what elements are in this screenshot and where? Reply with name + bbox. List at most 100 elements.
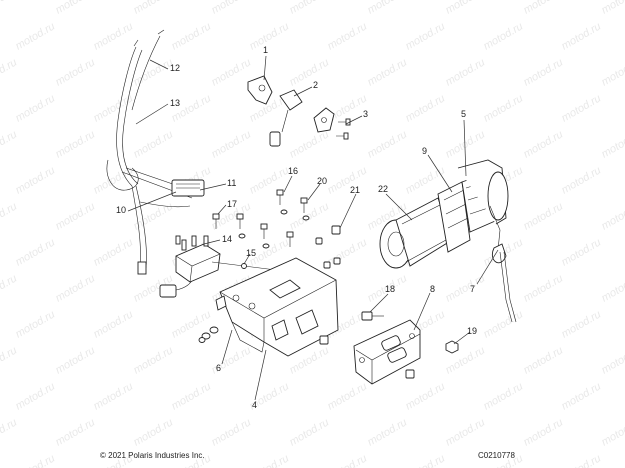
part-14-solenoid xyxy=(175,235,221,283)
watermark-text: motod.ru xyxy=(600,272,625,304)
watermark-text: motod.ru xyxy=(132,0,176,17)
watermark-text: motod.ru xyxy=(326,164,370,196)
watermark-text: motod.ru xyxy=(600,200,625,232)
watermark-text: motod.ru xyxy=(560,380,604,412)
watermark-text: motod.ru xyxy=(404,380,448,412)
watermark-text: motod.ru xyxy=(522,272,566,304)
callout-1: 1 xyxy=(263,45,268,55)
watermark-text: motod.ru xyxy=(482,20,526,52)
part-1-bracket xyxy=(247,75,273,105)
watermark-text: motod.ru xyxy=(210,0,254,17)
watermark-text: motod.ru xyxy=(560,164,604,196)
part-4-mount-plate xyxy=(198,257,339,357)
watermark-text: motod.ru xyxy=(560,308,604,340)
callout-labels: 1 2 3 4 5 6 7 8 9 10 11 12 13 14 15 16 1… xyxy=(116,45,477,410)
watermark-text: motod.ru xyxy=(522,0,566,17)
watermark-text: motod.ru xyxy=(0,344,19,376)
watermark-text: motod.ru xyxy=(522,416,566,448)
callout-9: 9 xyxy=(422,146,427,156)
watermark-text: motod.ru xyxy=(326,236,370,268)
watermark-text: motod.ru xyxy=(14,380,58,412)
callout-17: 17 xyxy=(227,199,237,209)
watermark-text: motod.ru xyxy=(600,56,625,88)
watermark-text: motod.ru xyxy=(404,452,448,468)
callout-14: 14 xyxy=(222,234,232,244)
watermark-text: motod.ru xyxy=(170,20,214,52)
watermark-text: motod.ru xyxy=(210,56,254,88)
watermark-text: motod.ru xyxy=(92,20,136,52)
callout-12: 12 xyxy=(170,63,180,73)
watermark-text: motod.ru xyxy=(600,416,625,448)
watermark-text: motod.ru xyxy=(288,200,332,232)
watermark-text: motod.ru xyxy=(14,452,58,468)
watermark-text: motod.ru xyxy=(444,56,488,88)
callout-15: 15 xyxy=(246,248,256,258)
watermark-text: motod.ru xyxy=(54,344,98,376)
part-18-bolt xyxy=(361,311,384,321)
watermark-text: motod.ru xyxy=(366,0,410,17)
watermark-text: motod.ru xyxy=(0,56,19,88)
watermark-text: motod.ru xyxy=(0,416,19,448)
watermark-text: motod.ru xyxy=(444,272,488,304)
watermark-text: motod.ru xyxy=(0,128,19,160)
callout-18-20: 20 xyxy=(317,176,327,186)
watermark-text: motod.ru xyxy=(248,20,292,52)
part-15-rod xyxy=(211,261,277,271)
callout-16: 16 xyxy=(288,166,298,176)
watermark-text: motod.ru xyxy=(132,128,176,160)
watermark-text: motod.ru xyxy=(366,56,410,88)
callout-2: 2 xyxy=(313,80,318,90)
watermark-text: motod.ru xyxy=(54,200,98,232)
watermark-text: motod.ru xyxy=(404,20,448,52)
watermark-text: motod.ru xyxy=(326,380,370,412)
watermark-text: motod.ru xyxy=(14,92,58,124)
watermark-text: motod.ru xyxy=(522,344,566,376)
callout-3: 3 xyxy=(363,109,368,119)
watermark-text: motod.ru xyxy=(366,416,410,448)
watermark-text: motod.ru xyxy=(54,56,98,88)
watermark-text: motod.ru xyxy=(522,128,566,160)
watermark-text: motod.ru xyxy=(92,164,136,196)
watermark-text: motod.ru xyxy=(482,92,526,124)
callout-7: 7 xyxy=(470,284,475,294)
watermark-text: motod.ru xyxy=(92,380,136,412)
watermark-text: motod.ru xyxy=(14,236,58,268)
leader-lines xyxy=(127,55,499,401)
copyright-text: © 2021 Polaris Industries Inc. xyxy=(100,451,205,460)
watermark-text: motod.ru xyxy=(14,20,58,52)
watermark-text: motod.ru xyxy=(288,56,332,88)
callout-4: 4 xyxy=(252,400,257,410)
callout-6: 6 xyxy=(216,363,221,373)
watermark-text: motod.ru xyxy=(54,0,98,17)
watermark-text: motod.ru xyxy=(482,380,526,412)
watermark-text: motod.ru xyxy=(14,164,58,196)
watermark-text: motod.ru xyxy=(600,128,625,160)
watermark-text: motod.ru xyxy=(132,416,176,448)
watermark-text: motod.ru xyxy=(404,92,448,124)
watermark-text: motod.ru xyxy=(170,380,214,412)
watermark-text: motod.ru xyxy=(92,308,136,340)
watermark-text: motod.ru xyxy=(482,308,526,340)
watermark-text: motod.ru xyxy=(326,20,370,52)
watermark-text: motod.ru xyxy=(54,416,98,448)
fasteners xyxy=(212,189,341,269)
part-8-fairlead xyxy=(353,319,421,385)
watermark-text: motod.ru xyxy=(326,452,370,468)
callout-10: 10 xyxy=(116,205,126,215)
watermark-text: motod.ru xyxy=(0,272,19,304)
part-19-nut xyxy=(445,340,459,354)
callout-18: 18 xyxy=(385,284,395,294)
watermark-text: motod.ru xyxy=(560,20,604,52)
watermark-text: motod.ru xyxy=(288,128,332,160)
callout-22: 22 xyxy=(378,184,388,194)
part-3-clip xyxy=(313,107,351,140)
watermark-text: motod.ru xyxy=(132,344,176,376)
watermark-text: motod.ru xyxy=(404,164,448,196)
watermark-text: motod.ru xyxy=(444,416,488,448)
watermark-text: motod.ru xyxy=(600,344,625,376)
watermark-text: motod.ru xyxy=(248,164,292,196)
watermark-text: motod.ru xyxy=(560,92,604,124)
watermark-text: motod.ru xyxy=(444,0,488,17)
callout-21: 21 xyxy=(350,185,360,195)
